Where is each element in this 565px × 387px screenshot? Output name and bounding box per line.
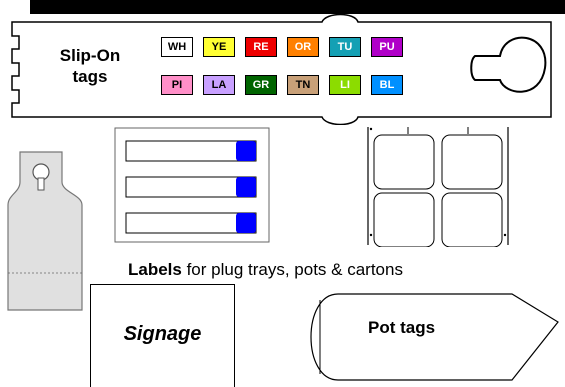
pot-tags-label: Pot tags — [368, 318, 436, 337]
color-chip-bl: BL — [371, 75, 403, 95]
labels-caption: Labels for plug trays, pots & cartons — [128, 260, 403, 280]
labels-caption-bold: Labels — [128, 260, 182, 279]
slip-on-title: Slip-On tags — [40, 45, 140, 87]
hang-tag — [0, 150, 90, 320]
color-chip-re: RE — [245, 37, 277, 57]
color-chip-tu: TU — [329, 37, 361, 57]
color-chip-pu: PU — [371, 37, 403, 57]
slip-on-tag-strip — [0, 0, 565, 125]
hang-tag-shape — [7, 151, 83, 311]
top-bar — [30, 0, 565, 14]
labels-caption-text: for plug trays, pots & cartons — [181, 260, 403, 279]
label-strip — [125, 212, 257, 234]
tag-keyhole-slot — [470, 36, 547, 93]
slip-on-title-line2: tags — [72, 67, 108, 86]
pot-tag — [300, 288, 565, 387]
color-chip-wh: WH — [161, 37, 193, 57]
color-chip-pi: PI — [161, 75, 193, 95]
label-strip — [125, 140, 257, 162]
slip-on-tag-outline — [11, 13, 552, 125]
label-sheet-graphic — [114, 127, 270, 243]
label-strip — [125, 176, 257, 198]
color-chip-la: LA — [203, 75, 235, 95]
plug-tray-label-grid — [358, 127, 518, 247]
pot-tag-outline — [310, 293, 559, 381]
color-chip-li: LI — [329, 75, 361, 95]
plug-tray-label-graphic — [367, 127, 509, 247]
signage-label: Signage — [123, 323, 202, 345]
signage-box: Signage — [90, 284, 235, 387]
color-chip-or: OR — [287, 37, 319, 57]
label-sheet — [114, 127, 270, 243]
slip-on-title-line1: Slip-On — [59, 46, 121, 65]
color-chip-ye: YE — [203, 37, 235, 57]
color-chip-gr: GR — [245, 75, 277, 95]
color-chip-tn: TN — [287, 75, 319, 95]
